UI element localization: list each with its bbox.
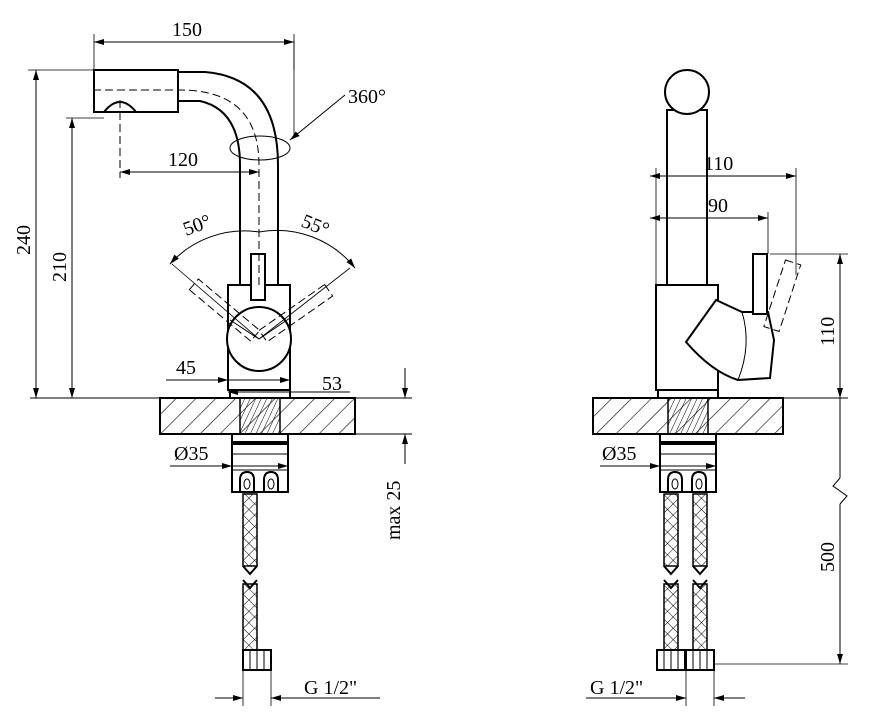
side-thread-label: G 1/2" — [590, 677, 643, 699]
side-dim-hose-length: 500 — [817, 542, 839, 572]
front-thread-label: G 1/2" — [304, 677, 357, 699]
front-spout-head — [93, 69, 179, 113]
front-hose-upper — [242, 493, 258, 567]
front-dim-swivel: 360° — [348, 86, 386, 108]
front-dim-body-left: 45 — [176, 357, 196, 379]
front-thread-stud — [239, 397, 281, 437]
side-hose-left-lower — [663, 583, 679, 651]
side-spout-head — [664, 69, 710, 115]
front-dim-diameter: Ø35 — [174, 443, 208, 465]
front-view: 150 360° 120 240 210 50° 55° 45 53 Ø35 — [13, 19, 412, 706]
side-view: 110 90 110 500 Ø35 G 1/2" — [586, 69, 848, 706]
front-dim-max-thickness: max 25 — [383, 481, 405, 540]
side-hose-left-upper — [663, 493, 679, 567]
side-dim-depth-lever: 90 — [708, 195, 728, 217]
side-dim-lever-height: 110 — [817, 317, 839, 346]
side-dim-diameter: Ø35 — [602, 443, 636, 465]
front-spout — [178, 100, 241, 285]
front-lever-handle — [250, 253, 266, 301]
front-dim-height-total: 240 — [13, 225, 35, 255]
front-dim-angle-left: 50° — [180, 210, 214, 240]
side-dim-depth-total: 110 — [704, 153, 733, 175]
front-hose-lower — [242, 583, 258, 651]
front-dim-spout-reach: 120 — [168, 149, 198, 171]
side-hose-right-lower — [692, 583, 708, 651]
front-dim-width-total: 150 — [172, 19, 202, 41]
side-lever-handle — [752, 253, 768, 315]
side-thread-stud — [667, 397, 709, 437]
side-hose-right-upper — [692, 493, 708, 567]
front-swivel-indicator — [229, 135, 291, 161]
side-spout-column — [666, 109, 708, 286]
front-dim-body-right: 53 — [322, 373, 342, 395]
front-dim-angle-right: 55° — [298, 210, 332, 241]
front-dim-height-spout: 210 — [49, 252, 71, 282]
